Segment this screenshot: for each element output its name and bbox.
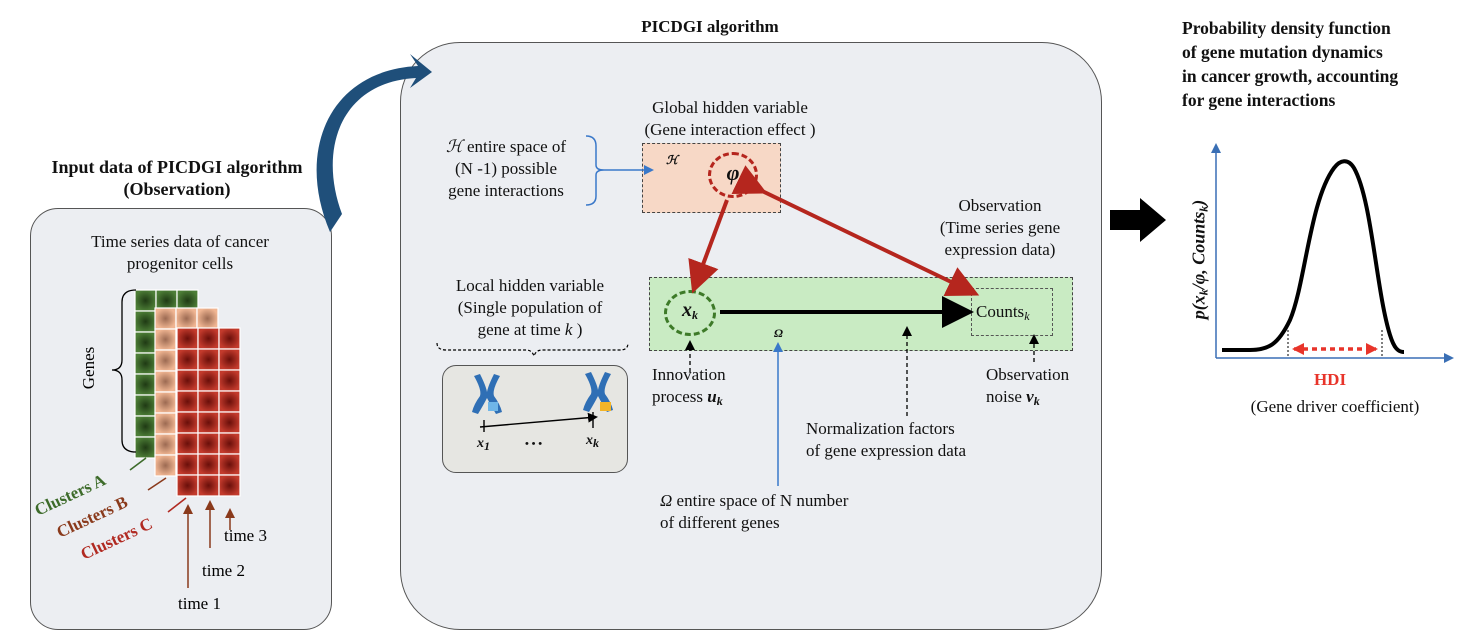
cluster-c-cell <box>176 411 199 434</box>
cluster-c-cell <box>197 453 220 476</box>
cluster-c-cell <box>176 369 199 392</box>
cluster-b-cell <box>154 349 177 372</box>
input-to-algorithm-arrow <box>316 54 432 232</box>
timeline-dots: • • • <box>525 438 543 450</box>
cluster-b-connector <box>147 477 167 491</box>
cluster-c-cell <box>218 453 241 476</box>
cluster-c-cell <box>197 390 220 413</box>
xk-label: xk <box>586 433 599 450</box>
omega-description: Ω entire space of N number of different … <box>660 491 849 532</box>
cluster-a-cell <box>134 352 157 375</box>
cluster-a-cell <box>134 289 157 312</box>
time-1-label: time 1 <box>178 594 221 613</box>
counts-label: Countsk <box>976 302 1030 323</box>
cluster-b-cell <box>154 391 177 414</box>
observation-noise-label: Observation noise vk <box>986 365 1070 408</box>
cluster-c-cell <box>218 369 241 392</box>
cluster-c-cell <box>218 411 241 434</box>
cluster-c-cell <box>197 348 220 371</box>
cluster-b-cell <box>154 412 177 435</box>
cluster-c-cell <box>197 432 220 455</box>
cluster-a-connector <box>129 457 147 471</box>
local-hidden-label: Local hidden variable (Single population… <box>455 276 605 339</box>
cluster-c-cell <box>218 348 241 371</box>
cluster-a-cell <box>134 373 157 396</box>
cluster-c-cell <box>197 411 220 434</box>
h-space-description: ℋ entire space of (N -1) possible gene i… <box>445 137 567 200</box>
cluster-a-cell <box>134 310 157 333</box>
chromosome-icon-k <box>583 372 613 412</box>
chromosome-icon-1 <box>472 374 502 414</box>
phi-to-counts-arrow <box>731 165 980 297</box>
cluster-c-cell <box>197 369 220 392</box>
cluster-c-cell <box>218 390 241 413</box>
h-symbol: ℋ <box>666 153 678 167</box>
hdi-caption: (Gene driver coefficient) <box>1250 397 1420 416</box>
cluster-b-cell <box>154 307 177 330</box>
genes-bracket <box>111 289 137 453</box>
cluster-a-cell <box>134 436 157 459</box>
cluster-a-cell <box>134 394 157 417</box>
time-2-label: time 2 <box>202 561 245 580</box>
normalization-label: Normalization factors of gene expression… <box>806 419 967 460</box>
x1-label: x1 <box>477 436 490 453</box>
cluster-c-cell <box>176 348 199 371</box>
input-panel-subtitle: Time series data of cancer progenitor ce… <box>91 232 269 273</box>
cluster-b-cell <box>154 328 177 351</box>
global-hidden-label: Global hidden variable (Gene interaction… <box>644 98 816 139</box>
output-title: Probability density function of gene mut… <box>1182 18 1399 110</box>
pdf-curve <box>1222 159 1405 354</box>
algorithm-title: PICDGI algorithm <box>641 17 779 36</box>
cluster-b-cell <box>154 454 177 477</box>
omega-symbol-in-box: Ω <box>774 326 783 340</box>
h-space-bracket <box>585 135 605 206</box>
cluster-b-cell <box>175 307 198 330</box>
cluster-b-cell <box>154 433 177 456</box>
cluster-c-cell <box>176 432 199 455</box>
local-hidden-bracket <box>436 342 629 358</box>
cluster-c-cell <box>218 327 241 350</box>
time-3-label: time 3 <box>224 526 267 545</box>
algorithm-to-output-arrow <box>1110 198 1166 242</box>
phi-to-x-arrow <box>688 199 729 294</box>
cluster-c-cell <box>197 474 220 497</box>
cluster-c-cell <box>176 390 199 413</box>
cluster-c-cell <box>176 453 199 476</box>
cluster-c-cell <box>176 327 199 350</box>
cluster-b-cell <box>196 307 219 330</box>
cluster-c-cell <box>197 327 220 350</box>
innovation-label: Innovation process uk <box>652 365 726 408</box>
cluster-c-cell <box>218 432 241 455</box>
cluster-c-cell <box>176 474 199 497</box>
genes-label: Genes <box>79 347 98 389</box>
cluster-a-cell <box>134 331 157 354</box>
input-panel-title: Input data of PICDGI algorithm (Observat… <box>51 157 303 199</box>
hdi-label: HDI <box>1313 370 1347 389</box>
cluster-b-cell <box>154 370 177 393</box>
chromosome-timeline <box>479 412 598 428</box>
cluster-c-connector <box>167 497 187 513</box>
cluster-c-grid <box>176 327 241 497</box>
cluster-c-cell <box>218 474 241 497</box>
h-symbol-text: ℋ <box>445 137 463 156</box>
x-node-label: xk <box>682 299 698 322</box>
cluster-a-cell <box>134 415 157 438</box>
